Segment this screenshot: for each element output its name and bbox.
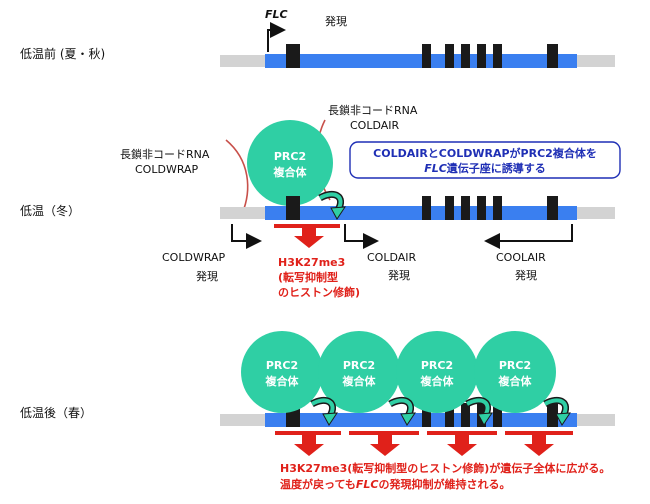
coldair-label: COLDAIR xyxy=(367,251,417,264)
spring-note-line2: 温度が戻ってもFLCの発現抑制が維持される。 xyxy=(280,477,511,491)
coldwrap-rna-strand xyxy=(225,139,249,215)
callout-box: COLDAIRとCOLDWRAPがPRC2複合体を FLC遺伝子座に誘導する xyxy=(349,141,621,179)
prc2-label-line2: 複合体 xyxy=(498,374,533,388)
gene-body xyxy=(265,54,577,68)
exon xyxy=(422,403,431,427)
prc2-label-line2: 複合体 xyxy=(265,374,300,388)
prc2-label-line1: PRC2 xyxy=(274,150,306,163)
exon xyxy=(547,196,558,220)
coldwrap-expression: 発現 xyxy=(196,269,218,283)
exon xyxy=(477,44,486,68)
prc2-label-line1: PRC2 xyxy=(499,359,531,372)
exon xyxy=(422,44,431,68)
callout-gene: FLC xyxy=(424,162,447,175)
exon xyxy=(461,403,470,427)
spring-note-gene: FLC xyxy=(356,478,379,491)
coolair-label: COOLAIR xyxy=(496,251,546,264)
exon xyxy=(547,403,558,427)
coldwrap-title-line2: COLDWRAP xyxy=(135,163,199,176)
h3k27me3-mark-during xyxy=(274,224,340,248)
callout-line1: COLDAIRとCOLDWRAPがPRC2複合体を xyxy=(373,146,597,160)
h3k27me3-mark-1 xyxy=(275,431,341,456)
callout-line2: FLC遺伝子座に誘導する xyxy=(424,161,546,175)
exon xyxy=(445,196,454,220)
stage-label-before: 低温前 (夏・秋) xyxy=(20,46,105,61)
coldwrap-label: COLDWRAP xyxy=(162,251,226,264)
prc2-spreading-arrow-1 xyxy=(310,397,338,426)
callout-line2-rest: 遺伝子座に誘導する xyxy=(446,161,546,175)
prc2-label-line2: 複合体 xyxy=(273,165,308,179)
coldwrap-title-line1: 長鎖非コードRNA xyxy=(120,147,210,161)
spring-note-line2-pre: 温度が戻っても xyxy=(280,477,356,491)
coldair-title-line2: COLDAIR xyxy=(350,119,400,132)
h3k27me3-mark-2 xyxy=(349,431,419,456)
coldair-arrow xyxy=(344,224,379,249)
prc2-recruitment-arrow xyxy=(318,191,346,220)
prc2-label-line1: PRC2 xyxy=(343,359,375,372)
h3k27me3-label-line1: H3K27me3 xyxy=(278,256,345,269)
exon xyxy=(445,44,454,68)
exon xyxy=(422,196,431,220)
prc2-label-line2: 複合体 xyxy=(420,374,455,388)
gene-track-before xyxy=(220,44,615,68)
coolair-expression: 発現 xyxy=(515,268,537,282)
exon xyxy=(493,44,502,68)
coolair-arrow xyxy=(484,224,573,249)
exon xyxy=(493,196,502,220)
flc-transcription-arrow xyxy=(267,22,286,52)
exon xyxy=(461,196,470,220)
exon xyxy=(286,196,300,220)
exon xyxy=(445,403,454,427)
prc2-complex: PRC2 複合体 xyxy=(247,120,333,206)
exon xyxy=(547,44,558,68)
prc2-spreading-arrow-2 xyxy=(388,397,416,426)
prc2-spreading-arrow-3 xyxy=(465,397,493,426)
spring-note-line1: H3K27me3(転写抑制型のヒストン修飾)が遺伝子全体に広がる。 xyxy=(280,461,610,475)
h3k27me3-mark-3 xyxy=(427,431,497,456)
h3k27me3-mark-4 xyxy=(505,431,573,456)
prc2-spreading-arrow-4 xyxy=(543,397,571,426)
prc2-complex-1: PRC2 複合体 xyxy=(241,331,323,413)
stage-label-after: 低温後（春） xyxy=(20,406,92,420)
gene-body xyxy=(265,413,577,427)
prc2-complex-4: PRC2 複合体 xyxy=(474,331,556,413)
exon xyxy=(461,44,470,68)
h3k27me3-label-line3: のヒストン修飾) xyxy=(278,285,360,299)
prc2-complex-2: PRC2 複合体 xyxy=(318,331,400,413)
prc2-label-line1: PRC2 xyxy=(421,359,453,372)
coldwrap-arrow xyxy=(231,224,262,249)
h3k27me3-label-line2: (転写抑制型 xyxy=(278,270,338,284)
prc2-complex-3: PRC2 複合体 xyxy=(396,331,478,413)
exon xyxy=(286,44,300,68)
spring-note-line2-post: の発現抑制が維持される。 xyxy=(379,477,511,491)
stage-label-during: 低温（冬） xyxy=(20,203,80,218)
prc2-label-line2: 複合体 xyxy=(342,374,377,388)
prc2-label-line1: PRC2 xyxy=(266,359,298,372)
gene-body xyxy=(265,206,577,220)
exon xyxy=(477,196,486,220)
coldair-title-line1: 長鎖非コードRNA xyxy=(328,103,418,117)
exon xyxy=(493,403,502,427)
gene-name-flc: FLC xyxy=(265,8,288,21)
coldair-expression: 発現 xyxy=(388,268,410,282)
flc-expression-label: 発現 xyxy=(325,14,347,28)
